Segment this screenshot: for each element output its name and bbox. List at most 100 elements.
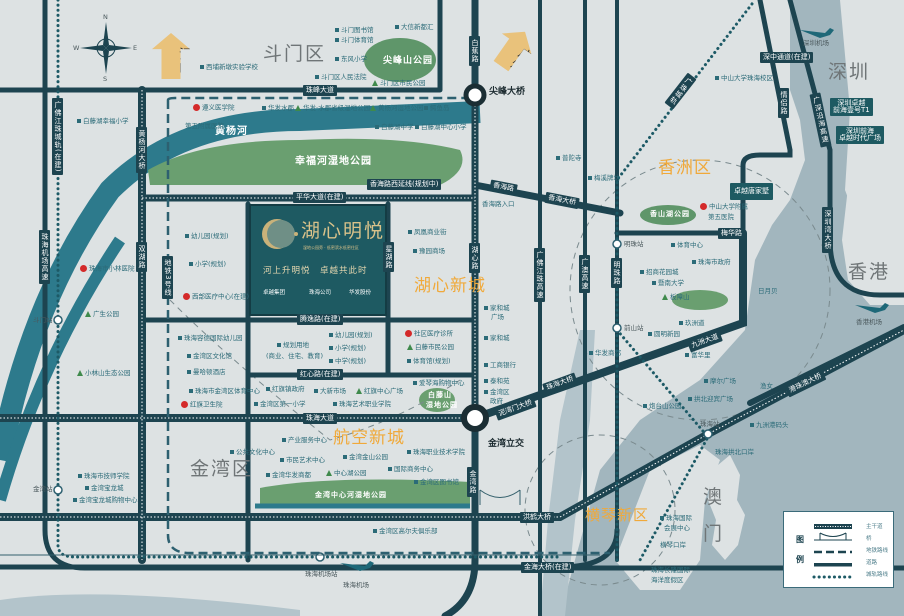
- poi[interactable]: 玖洲道: [679, 320, 705, 327]
- poi[interactable]: 拱北迎宾广场: [688, 396, 733, 403]
- poi[interactable]: 梅溪牌坊: [588, 175, 620, 182]
- poi[interactable]: 金湾区文化馆: [187, 353, 232, 360]
- poi[interactable]: 金湾区第一小学: [254, 401, 306, 408]
- poi[interactable]: 渔女: [760, 382, 773, 390]
- poi[interactable]: 富华里: [685, 352, 711, 359]
- poi[interactable]: 珠海长隆国际: [651, 566, 690, 574]
- station-zhuhai[interactable]: 珠海站: [700, 420, 720, 428]
- poi[interactable]: 小林山生态公园: [77, 370, 131, 377]
- poi[interactable]: 体育中心: [671, 242, 703, 249]
- poi[interactable]: 曼哈顿酒店: [187, 369, 226, 376]
- station-airport[interactable]: 珠海机场站: [305, 570, 338, 578]
- poi-hospital[interactable]: 社区医疗诊所: [405, 330, 453, 337]
- poi[interactable]: 摩尔广场: [704, 378, 736, 385]
- poi[interactable]: 斗门区人民法院: [315, 74, 367, 81]
- poi[interactable]: 华发商都: [589, 350, 621, 357]
- station-qianshan[interactable]: 前山站: [624, 324, 644, 332]
- poi[interactable]: 第五医院: [708, 213, 734, 221]
- poi[interactable]: 珠海国际: [660, 515, 692, 522]
- poi[interactable]: 幼儿园(规划): [329, 332, 373, 339]
- poi[interactable]: 规划用地: [277, 342, 309, 349]
- poi[interactable]: 工商银行: [484, 362, 516, 369]
- poi[interactable]: 珠海市金湾区体育中心: [189, 388, 260, 395]
- station-doumen[interactable]: 斗门站: [33, 316, 53, 324]
- poi[interactable]: 幼儿园(规划): [185, 233, 229, 240]
- poi[interactable]: 国际商务中心: [388, 466, 433, 473]
- station-jinwan[interactable]: 金湾站: [33, 485, 53, 493]
- poi[interactable]: 大信新都汇: [395, 24, 434, 31]
- poi[interactable]: 公共文化中心: [230, 449, 275, 456]
- poi[interactable]: 炮台山公园: [643, 403, 682, 410]
- airport-shenzhen[interactable]: 深圳机场: [803, 39, 829, 47]
- poi[interactable]: 珠海市技师学院: [78, 473, 130, 480]
- poi[interactable]: 珠海艺术职业学院: [333, 401, 391, 408]
- poi[interactable]: 横琴口岸: [660, 541, 686, 549]
- poi[interactable]: 斗门区市民公园: [372, 80, 426, 87]
- poi[interactable]: 斗门图书馆: [335, 27, 374, 34]
- poi[interactable]: (商业、住宅、教育): [266, 352, 324, 360]
- poi[interactable]: 红旗中心广场: [356, 388, 403, 395]
- poi[interactable]: 海洋度假区: [651, 576, 684, 584]
- poi[interactable]: 白藤湖中心小学: [415, 124, 467, 131]
- poi[interactable]: 白藤市民公园: [407, 344, 454, 351]
- poi[interactable]: 西埔新墩实验学校: [200, 64, 258, 71]
- poi[interactable]: 家和城: [484, 305, 510, 312]
- poi-hospital[interactable]: 红旗卫生院: [181, 401, 223, 408]
- poi[interactable]: 产业服务中心: [282, 437, 327, 444]
- poi[interactable]: 九洲港码头: [750, 422, 789, 429]
- poi[interactable]: 白藤湖幸福小学: [77, 118, 129, 125]
- poi[interactable]: 鳄鱼岛: [424, 105, 450, 112]
- poi-tangjia[interactable]: 卓越唐家墅: [730, 183, 773, 200]
- poi[interactable]: 会展中心: [664, 524, 690, 532]
- poi[interactable]: 体育馆(规划): [407, 358, 451, 365]
- poi[interactable]: 政府: [490, 397, 503, 405]
- airport-hongkong[interactable]: 香港机场: [856, 318, 882, 326]
- poi[interactable]: 板障山: [662, 294, 690, 301]
- poi-hospital[interactable]: 珠海市小林医院: [80, 265, 135, 272]
- poi-hospital[interactable]: 中山大学附属: [700, 203, 748, 210]
- poi[interactable]: 黄杨河湿地公园: [370, 105, 424, 112]
- poi[interactable]: 珠海拱北口岸: [715, 448, 754, 456]
- poi[interactable]: 大新市场: [314, 388, 346, 395]
- poi[interactable]: 日月贝: [758, 287, 778, 295]
- poi[interactable]: 白藤湖中学: [375, 124, 414, 131]
- poi[interactable]: 金湾宝龙城: [85, 485, 124, 492]
- poi[interactable]: 圆明新园: [648, 331, 680, 338]
- poi[interactable]: 金湾金山公园: [343, 454, 388, 461]
- poi[interactable]: 金湾区图书馆: [414, 479, 459, 486]
- poi[interactable]: 华发·水郡省级湿地公园: [295, 105, 370, 112]
- poi[interactable]: 招商花园城: [640, 269, 679, 276]
- poi[interactable]: 广生公园: [85, 311, 119, 318]
- poi[interactable]: 中学(规划): [329, 358, 366, 365]
- airport-zhuhai[interactable]: 珠海机场: [343, 581, 369, 589]
- poi[interactable]: 华发水郡: [262, 105, 294, 112]
- poi[interactable]: 斗门体育馆: [335, 37, 374, 44]
- poi[interactable]: 金湾区: [484, 389, 510, 396]
- poi[interactable]: 普陀寺: [556, 155, 582, 162]
- poi[interactable]: 暨南大学: [652, 280, 684, 287]
- poi[interactable]: 凤凰商业街: [408, 229, 447, 236]
- poi[interactable]: 小学(规划): [329, 345, 366, 352]
- poi[interactable]: 金湾宝龙城购物中心: [73, 497, 138, 504]
- poi[interactable]: 中心湖公园: [326, 470, 367, 477]
- poi[interactable]: 珠海市政府: [692, 259, 731, 266]
- poi[interactable]: 泰和苑: [484, 378, 510, 385]
- poi[interactable]: 市民艺术中心: [280, 457, 325, 464]
- poi[interactable]: 红旗镇政府: [266, 386, 305, 393]
- poi[interactable]: 广场: [491, 313, 504, 321]
- poi[interactable]: 香海路入口: [482, 200, 515, 208]
- poi[interactable]: 爱琴海购物中心: [413, 380, 465, 387]
- poi[interactable]: 珠海容德国际幼儿园: [178, 335, 243, 342]
- poi-qianhai-t1[interactable]: 深圳卓越前海壹号T1: [830, 98, 873, 116]
- poi-qianhai-plaza[interactable]: 深圳前海卓越时代广场: [836, 126, 884, 144]
- project-card[interactable]: 湖心明悦 湿地公园旁 · 低密滨水低密住区 河上升明悦 卓越共此时 卓越集团 珠…: [249, 204, 387, 316]
- poi[interactable]: 东风小学: [335, 56, 367, 63]
- poi[interactable]: 豫园商场: [413, 248, 445, 255]
- poi[interactable]: 金湾华发商都: [266, 472, 311, 479]
- poi[interactable]: 第五附属医院: [185, 122, 224, 130]
- poi-hospital[interactable]: 西部医疗中心(在建): [183, 293, 249, 300]
- poi[interactable]: 金湾区高尔夫俱乐部: [373, 528, 438, 535]
- station-mingzhu[interactable]: 明珠站: [624, 240, 644, 248]
- poi-hospital[interactable]: 遵义医学院: [193, 104, 235, 111]
- poi[interactable]: 小学(规划): [189, 261, 226, 268]
